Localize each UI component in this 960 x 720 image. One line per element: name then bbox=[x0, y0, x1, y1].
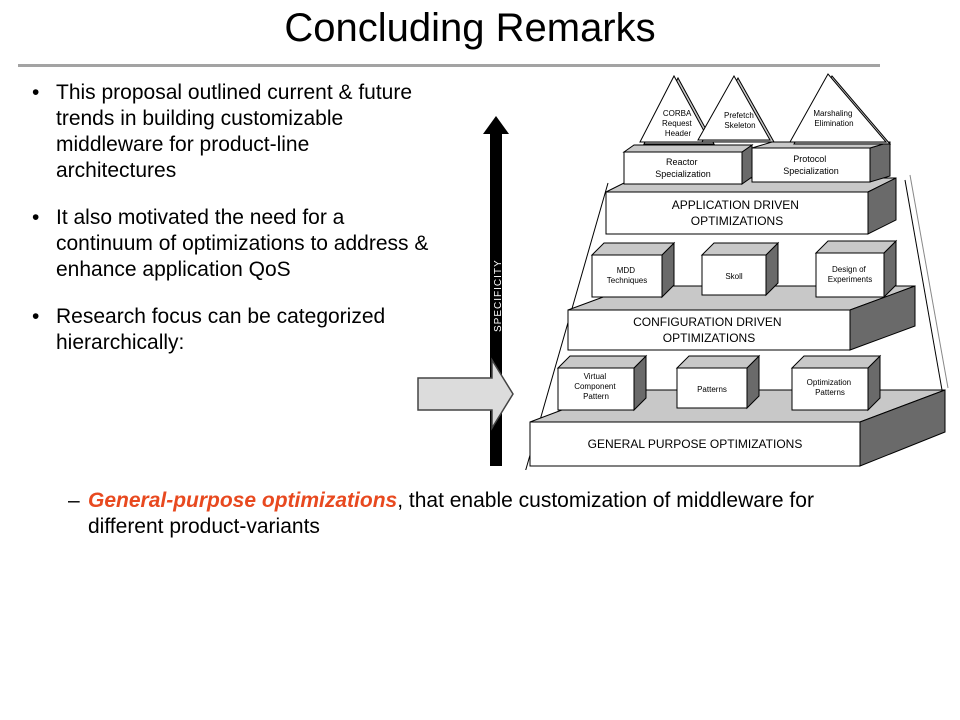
label-line: Prefetch bbox=[724, 111, 754, 120]
sub-bullet-rest: , that enable customization of middlewar… bbox=[88, 489, 814, 538]
mdd-techniques-box bbox=[591, 254, 663, 298]
app-layer-label: APPLICATION DRIVEN OPTIMIZATIONS bbox=[672, 198, 802, 228]
label-line: Reactor bbox=[666, 157, 698, 167]
marshaling-elimination-triangle bbox=[789, 73, 888, 143]
protocol-specialization-box bbox=[751, 147, 871, 183]
prefetch-skeleton-triangle bbox=[697, 74, 771, 141]
label-line: Marshaling bbox=[813, 109, 852, 118]
corba-request-header-label: CORBA Request Header bbox=[662, 109, 694, 138]
label-line: Specialization bbox=[783, 166, 839, 176]
sub-bullet: – General-purpose optimizations, that en… bbox=[68, 488, 888, 540]
label-line: Elimination bbox=[814, 119, 853, 128]
protocol-specialization-box-side bbox=[869, 141, 891, 183]
label-line: MDD bbox=[617, 266, 635, 275]
label-line: Skoll bbox=[725, 272, 743, 281]
pyramid-right-edge-shadow bbox=[909, 174, 949, 389]
label-line: Request bbox=[662, 119, 693, 128]
label-line: Protocol bbox=[793, 154, 826, 164]
sub-bullet-emphasis: General-purpose optimizations bbox=[88, 489, 398, 512]
sub-bullet-text: General-purpose optimizations, that enab… bbox=[88, 488, 888, 540]
label-line: Specialization bbox=[655, 169, 711, 179]
bullet-marker: • bbox=[32, 206, 40, 229]
design-of-experiments-label: Design of Experiments bbox=[828, 265, 872, 284]
config-layer-label: CONFIGURATION DRIVEN OPTIMIZATIONS bbox=[633, 315, 785, 345]
general-layer-front bbox=[529, 421, 861, 467]
patterns-box bbox=[676, 367, 748, 409]
reactor-specialization-label: Reactor Specialization bbox=[655, 157, 711, 179]
bullet-marker: • bbox=[32, 81, 40, 104]
bullet-text: Research focus can be categorized hierar… bbox=[56, 305, 386, 354]
label-line: Techniques bbox=[607, 276, 647, 285]
label-line: Component bbox=[574, 382, 616, 391]
virtual-component-pattern-box-top bbox=[556, 355, 648, 369]
label-line: Pattern bbox=[583, 392, 609, 401]
general-layer-label-line: GENERAL PURPOSE OPTIMIZATIONS bbox=[588, 437, 803, 451]
skoll-box bbox=[701, 254, 767, 296]
patterns-label: Patterns bbox=[697, 385, 727, 394]
virtual-component-pattern-box bbox=[557, 367, 635, 411]
optimization-patterns-label: Optimization Patterns bbox=[807, 378, 854, 397]
label-line: Design of bbox=[832, 265, 867, 274]
bullet-item: • This proposal outlined current & future… bbox=[32, 80, 432, 184]
corba-request-header-triangle bbox=[639, 74, 711, 143]
label-line: Header bbox=[665, 129, 692, 138]
config-layer-front bbox=[567, 309, 851, 351]
marshaling-elimination-label: Marshaling Elimination bbox=[813, 109, 854, 128]
label-line: OPTIMIZATIONS bbox=[691, 214, 783, 228]
design-of-experiments-box-top bbox=[814, 240, 898, 254]
sub-bullet-marker: – bbox=[68, 489, 80, 512]
specificity-label: SPECIFICITY bbox=[493, 259, 504, 332]
protocol-specialization-label: Protocol Specialization bbox=[783, 154, 839, 176]
bullet-text: This proposal outlined current & future … bbox=[56, 81, 413, 182]
label-line: Virtual bbox=[584, 372, 607, 381]
optimization-pyramid-diagram: SPECIFICITY GENERAL PURPOSE OPTIMIZATION… bbox=[417, 73, 949, 470]
bullet-item: • It also motivated the need for a contin… bbox=[32, 205, 432, 283]
general-layer-label: GENERAL PURPOSE OPTIMIZATIONS bbox=[588, 437, 803, 451]
label-line: Patterns bbox=[697, 385, 727, 394]
pyramid-right-edge bbox=[904, 179, 943, 391]
skoll-label: Skoll bbox=[725, 272, 743, 281]
patterns-box-top bbox=[675, 355, 761, 369]
bullet-item: • Research focus can be categorized hiera… bbox=[32, 304, 432, 356]
reactor-specialization-box bbox=[623, 151, 743, 185]
specificity-arrowhead bbox=[483, 116, 509, 134]
label-line: Patterns bbox=[815, 388, 845, 397]
pointer-arrow bbox=[417, 357, 514, 431]
label-line: CORBA bbox=[663, 109, 692, 118]
optimization-patterns-box-top bbox=[790, 355, 882, 369]
label-line: Experiments bbox=[828, 275, 872, 284]
skoll-box-top bbox=[700, 242, 780, 256]
slide-title: Concluding Remarks bbox=[284, 6, 656, 50]
bullet-text: It also motivated the need for a continu… bbox=[56, 206, 429, 281]
bullet-list: • This proposal outlined current & future… bbox=[32, 80, 432, 377]
label-line: OPTIMIZATIONS bbox=[663, 331, 755, 345]
bullet-marker: • bbox=[32, 305, 40, 328]
label-line: APPLICATION DRIVEN bbox=[672, 198, 799, 212]
app-layer-front bbox=[605, 191, 869, 235]
virtual-component-pattern-label: Virtual Component Pattern bbox=[574, 372, 618, 401]
label-line: Optimization bbox=[807, 378, 851, 387]
label-line: Skeleton bbox=[724, 121, 755, 130]
title-rule bbox=[18, 64, 880, 67]
mdd-techniques-box-top bbox=[590, 242, 676, 256]
prefetch-skeleton-label: Prefetch Skeleton bbox=[724, 111, 756, 130]
mdd-techniques-label: MDD Techniques bbox=[607, 266, 647, 285]
reactor-specialization-box-top bbox=[622, 144, 754, 153]
label-line: CONFIGURATION DRIVEN bbox=[633, 315, 781, 329]
